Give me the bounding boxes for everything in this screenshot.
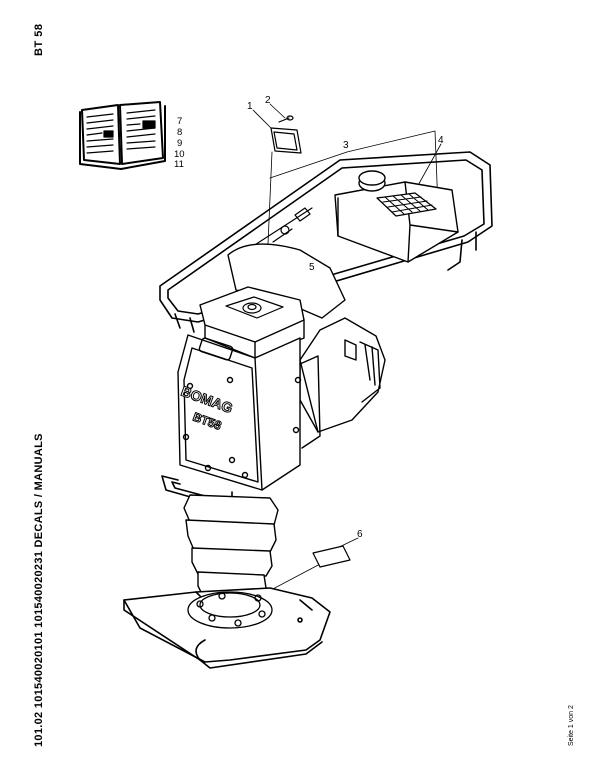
decal-6 <box>312 545 351 568</box>
callout-4: 4 <box>438 135 444 146</box>
manual-ref-11: 11 <box>174 159 184 170</box>
foot-flange <box>187 591 273 629</box>
screw-2 <box>278 115 294 123</box>
manual-ref-7: 7 <box>177 116 182 127</box>
callout-2: 2 <box>265 95 271 106</box>
engine <box>227 243 386 433</box>
callout-3: 3 <box>343 140 349 151</box>
manual-ref-8: 8 <box>177 127 182 138</box>
throttle-linkage <box>249 207 313 249</box>
decal-4 <box>376 192 437 217</box>
decal-1 <box>270 127 302 154</box>
callout-1: 1 <box>247 101 253 112</box>
decal-5 <box>225 296 284 319</box>
callout-5: 5 <box>309 262 315 273</box>
callout-6: 6 <box>357 529 363 540</box>
manual-book-icon <box>79 101 166 170</box>
protective-frame <box>159 151 493 333</box>
bellows <box>183 494 279 601</box>
manual-ref-10: 10 <box>174 149 185 160</box>
upper-housing <box>177 334 321 491</box>
manual-ref-9: 9 <box>177 138 182 149</box>
